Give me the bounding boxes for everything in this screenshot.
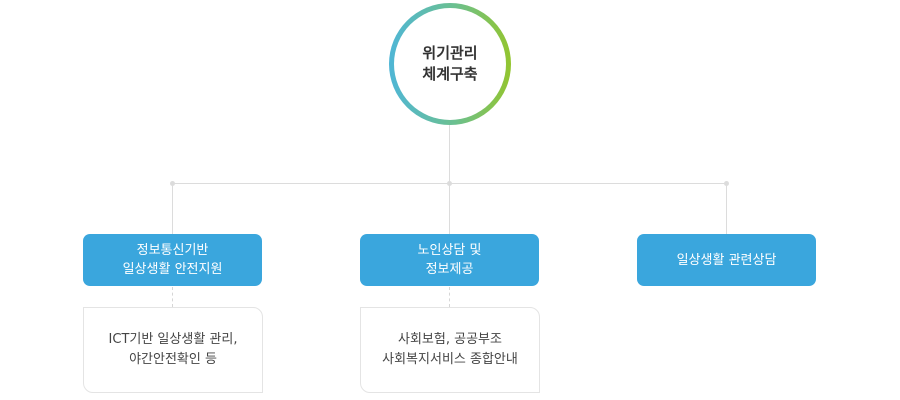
branch-node-label: 일상생활 안전지원: [122, 262, 223, 277]
detail-text: 사회보험, 공공부조: [398, 332, 502, 347]
detail-box-ict-safety: ICT기반 일상생활 관리, 야간안전확인 등: [83, 307, 263, 393]
branch-node-daily-life-counseling: 일상생활 관련상담: [637, 234, 816, 286]
detail-connector-left: [172, 287, 173, 307]
detail-text: 야간안전확인 등: [129, 352, 217, 367]
detail-box-counseling-info: 사회보험, 공공부조 사회복지서비스 종합안내: [360, 307, 540, 393]
branch-connector-right: [726, 184, 727, 234]
root-node: 위기관리 체계구축: [389, 3, 511, 125]
root-connector: [449, 125, 450, 183]
detail-connector-center: [449, 287, 450, 307]
branch-node-counseling-info: 노인상담 및 정보제공: [360, 234, 539, 286]
root-title-line1: 위기관리: [422, 44, 478, 62]
junction-dot-right: [724, 181, 729, 186]
branch-node-ict-safety: 정보통신기반 일상생활 안전지원: [83, 234, 262, 286]
root-title-line2: 체계구축: [422, 65, 478, 83]
root-node-label: 위기관리 체계구축: [394, 8, 506, 120]
branch-node-label: 일상생활 관련상담: [676, 252, 777, 268]
junction-dot-center: [447, 181, 452, 186]
branch-node-label: 정보통신기반: [136, 243, 209, 258]
junction-dot-left: [170, 181, 175, 186]
detail-text: 사회복지서비스 종합안내: [382, 352, 518, 367]
branch-node-label: 노인상담 및: [417, 243, 482, 258]
detail-text: ICT기반 일상생활 관리,: [108, 332, 238, 347]
branch-node-label: 정보제공: [425, 262, 474, 277]
branch-connector-left: [172, 184, 173, 234]
branch-connector-center: [449, 184, 450, 234]
